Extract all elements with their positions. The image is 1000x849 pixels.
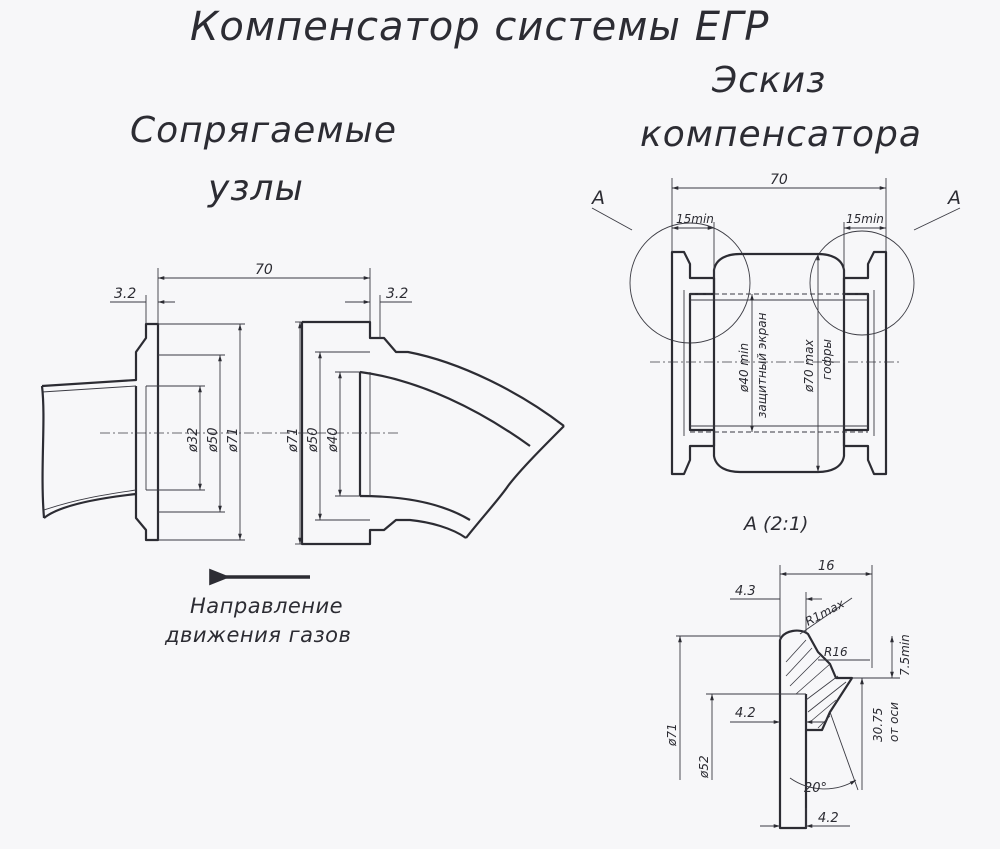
note-from-axis: от оси xyxy=(887,702,901,742)
dim-detail-7-5min: 7.5min xyxy=(898,634,912,676)
right-pipe-flange xyxy=(300,320,565,546)
gas-flow-caption-line1: Направление xyxy=(190,594,344,618)
dim-detail-16: 16 xyxy=(818,559,835,574)
detail-view-title: А (2:1) xyxy=(742,513,808,535)
dim-detail-dia-71: ø71 xyxy=(665,723,679,747)
left-pipe-flange xyxy=(40,322,160,542)
dim-flange-15min-right: 15min xyxy=(846,212,884,226)
detail-circle-right xyxy=(809,230,915,336)
detail-marker-a-right: А xyxy=(946,187,961,209)
dim-angle-20: 20° xyxy=(804,781,827,796)
dim-detail-30-75: 30.75 xyxy=(871,708,885,742)
compensator-sketch: А А 70 15min xyxy=(590,172,961,476)
sketch-title-line1: Эскиз xyxy=(712,60,827,101)
dim-detail-4-2-bottom: 4.2 xyxy=(818,811,839,826)
mating-parts-title-line2: узлы xyxy=(208,168,304,209)
mating-parts-title-line1: Сопрягаемые xyxy=(130,110,398,151)
dim-radius-r16: R16 xyxy=(824,645,848,659)
note-corrugations: гофры xyxy=(820,339,834,380)
dim-flange-3-2-left: 3.2 xyxy=(114,286,136,302)
dim-dia-40: ø40 xyxy=(326,428,341,454)
detail-a-view: А (2:1) 16 4.3 xyxy=(665,513,912,830)
dim-dia-71-right: ø71 xyxy=(286,428,301,454)
dim-radius-r1max: R1max xyxy=(803,596,848,629)
main-title: Компенсатор системы ЕГР xyxy=(190,4,770,50)
detail-marker-a-left: А xyxy=(590,187,605,209)
dim-detail-dia-52: ø52 xyxy=(697,755,711,779)
dim-dia-50-left: ø50 xyxy=(206,428,221,454)
dim-detail-4-2-mid: 4.2 xyxy=(735,706,756,721)
dim-flange-3-2-right: 3.2 xyxy=(386,286,408,302)
dim-inner-dia-40min: ø40 min xyxy=(737,343,751,393)
dim-sketch-length-70: 70 xyxy=(770,172,788,188)
dim-dia-71-left: ø71 xyxy=(226,428,241,454)
dim-dia-32: ø32 xyxy=(186,428,201,454)
dim-length-70: 70 xyxy=(255,262,273,278)
dim-outer-dia-70max: ø70 max xyxy=(802,339,816,393)
gas-flow-caption-line2: движения газов xyxy=(165,623,352,647)
dim-flange-15min-left: 15min xyxy=(676,212,714,226)
note-protective-shield: защитный экран xyxy=(755,312,769,418)
mating-parts-drawing: 70 3.2 3.2 ø32 ø50 ø71 xyxy=(40,262,565,586)
sketch-title-line2: компенсатора xyxy=(640,114,922,155)
dim-detail-4-3: 4.3 xyxy=(735,584,756,599)
section-hatching xyxy=(785,639,847,729)
dim-dia-50-right: ø50 xyxy=(306,428,321,454)
